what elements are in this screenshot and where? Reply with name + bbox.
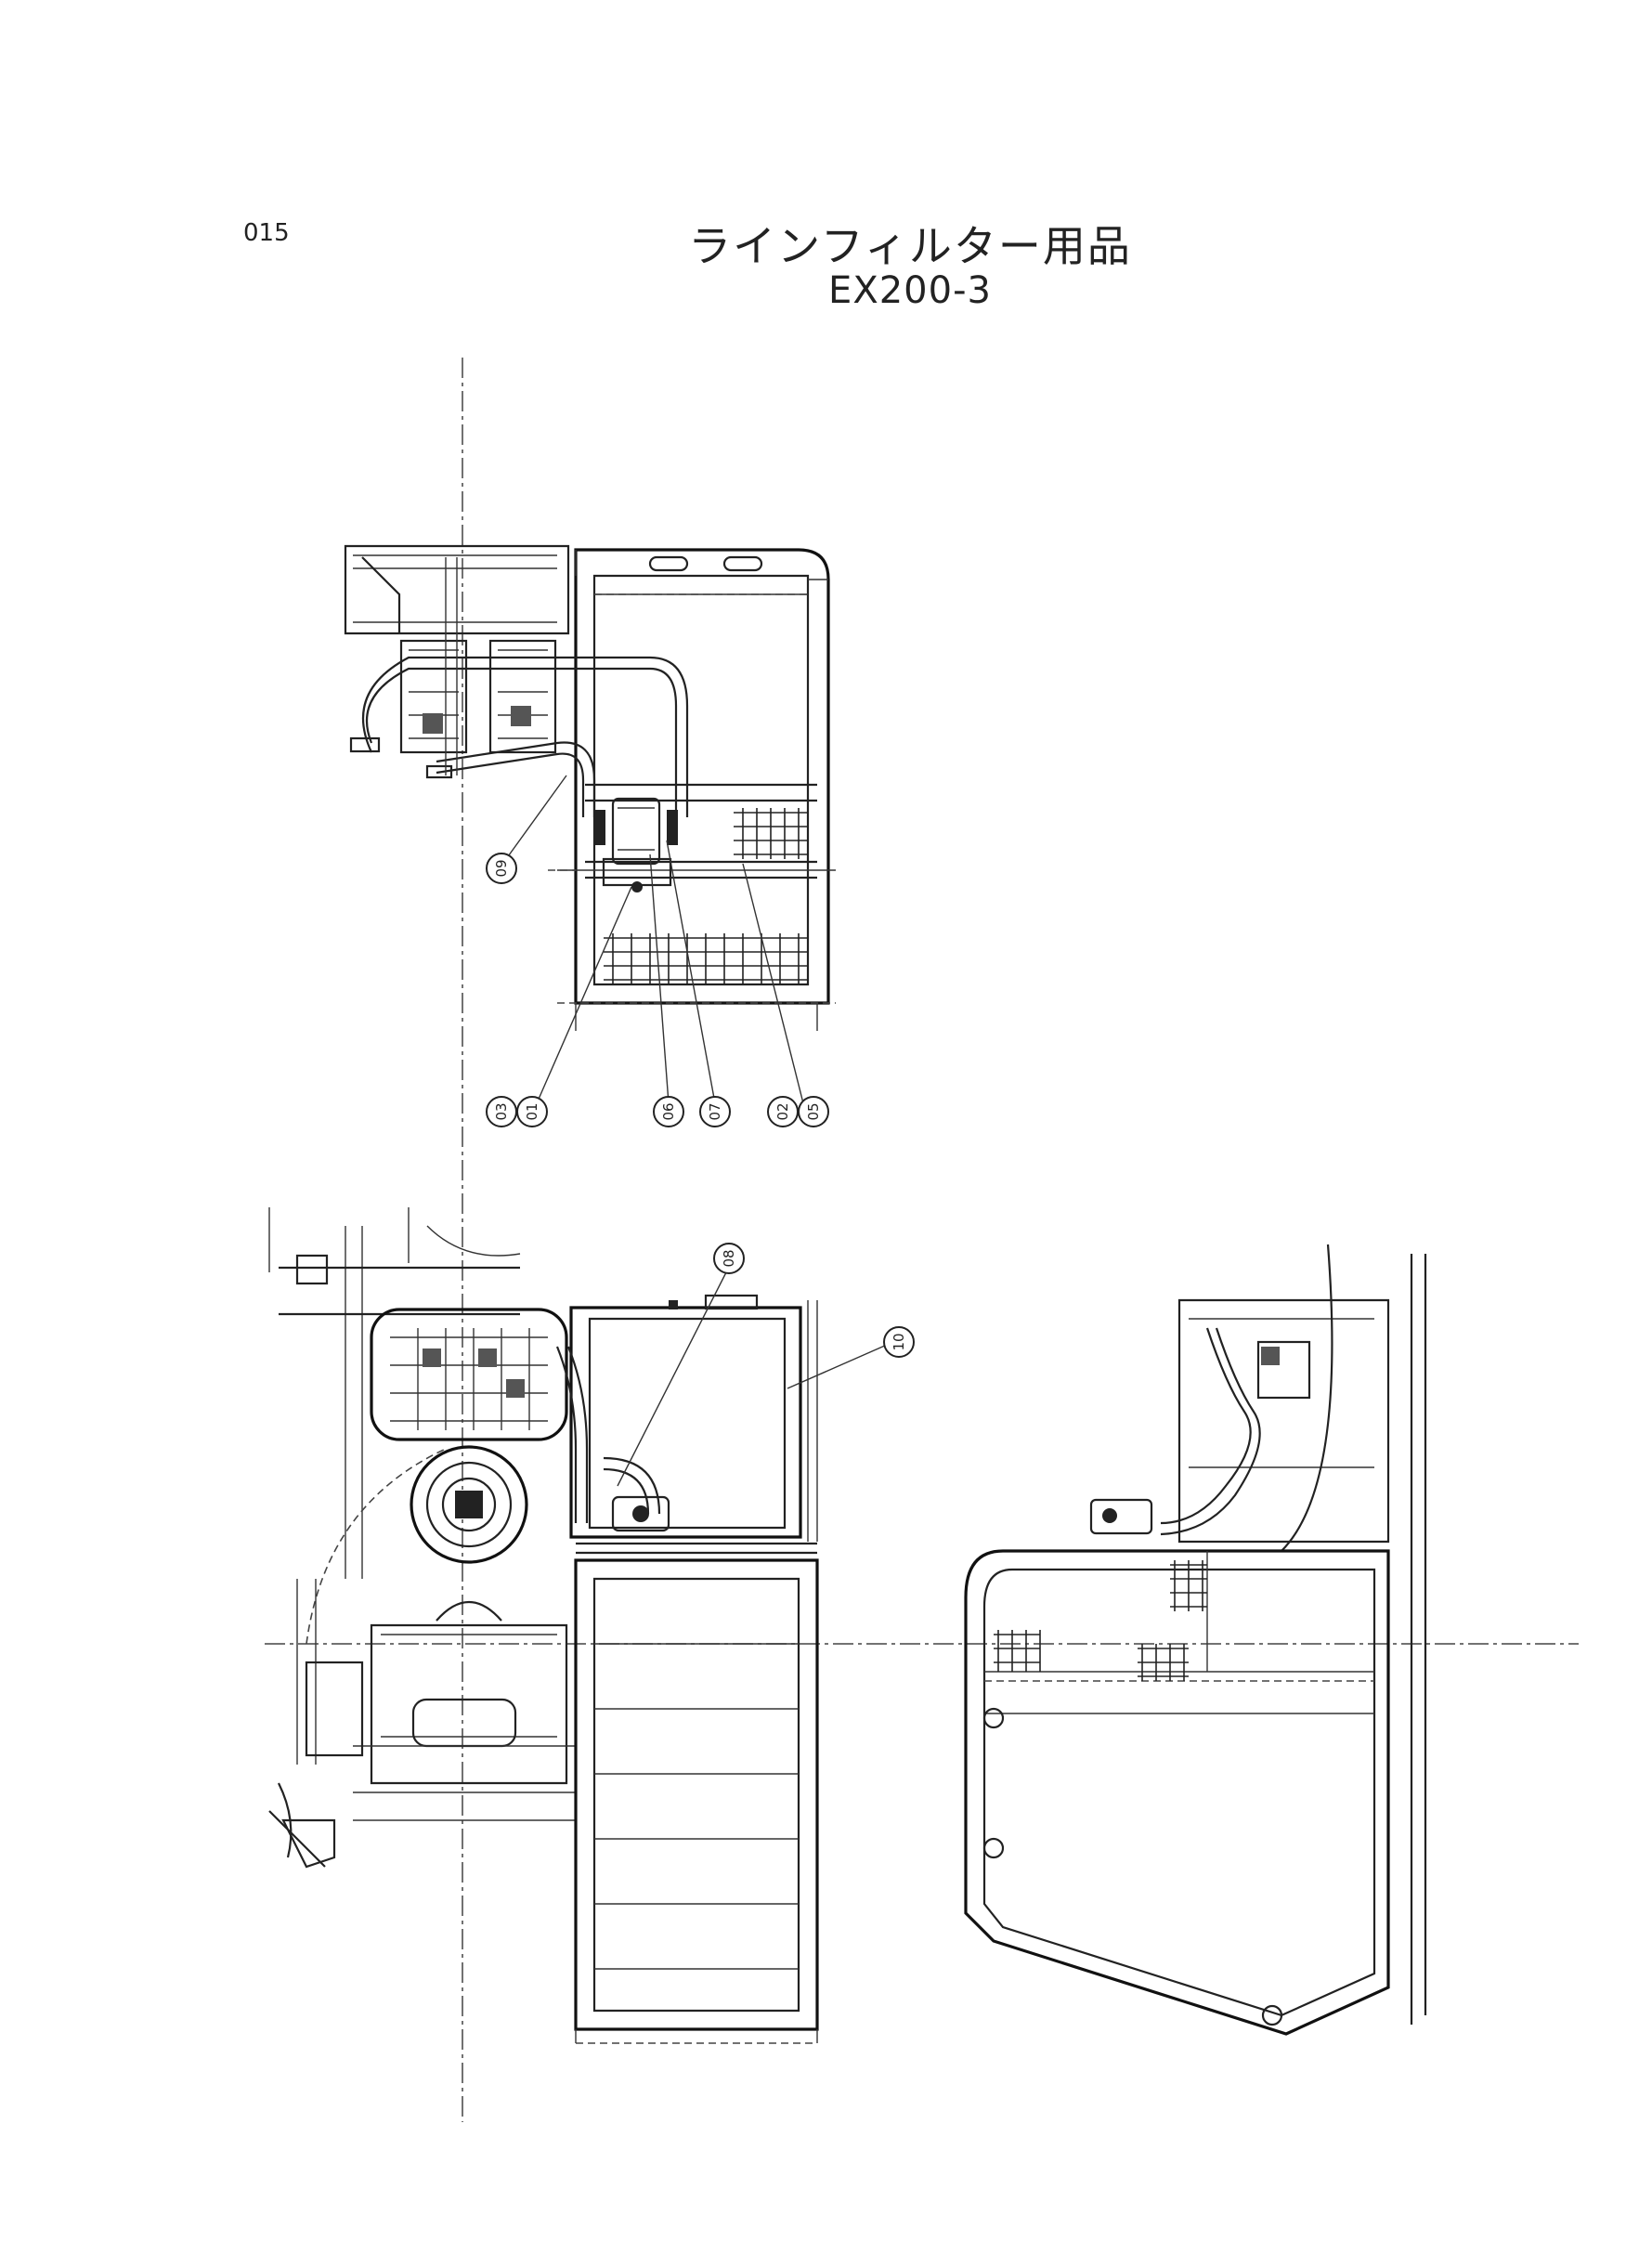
callout-03: 03 <box>486 1096 517 1127</box>
model-designation: EX200-3 <box>828 268 992 312</box>
page-number: 015 <box>243 219 290 247</box>
front-view-drawing <box>268 1207 888 2044</box>
callout-09: 09 <box>486 853 517 884</box>
top-view-drawing <box>344 544 836 1104</box>
leader-03-01 <box>536 886 632 1104</box>
svg-text:07: 07 <box>707 1102 723 1120</box>
side-view-drawing <box>964 1244 1427 2036</box>
callout-02: 02 <box>767 1096 799 1127</box>
svg-text:03: 03 <box>493 1102 510 1120</box>
svg-text:09: 09 <box>493 859 510 877</box>
callout-01: 01 <box>516 1096 548 1127</box>
drawing-title: ラインフィルター用品 <box>688 221 1132 271</box>
svg-text:05: 05 <box>805 1102 822 1120</box>
svg-text:02: 02 <box>774 1102 791 1120</box>
callout-05: 05 <box>798 1096 829 1127</box>
leader-07 <box>666 840 716 1104</box>
callout-06: 06 <box>653 1096 684 1127</box>
leader-09 <box>505 775 567 860</box>
svg-text:10: 10 <box>891 1333 907 1350</box>
callout-10: 10 <box>883 1326 915 1358</box>
svg-text:01: 01 <box>524 1102 540 1120</box>
svg-text:06: 06 <box>660 1102 677 1120</box>
leader-08 <box>617 1271 727 1487</box>
drawing-title-block: ラインフィルター用品 EX200-3 <box>650 223 1170 311</box>
leader-02-05 <box>742 863 804 1104</box>
leader-06 <box>649 853 670 1104</box>
leader-10 <box>787 1344 888 1389</box>
callout-07: 07 <box>699 1096 731 1127</box>
svg-text:08: 08 <box>721 1249 737 1267</box>
callout-08: 08 <box>713 1243 745 1274</box>
